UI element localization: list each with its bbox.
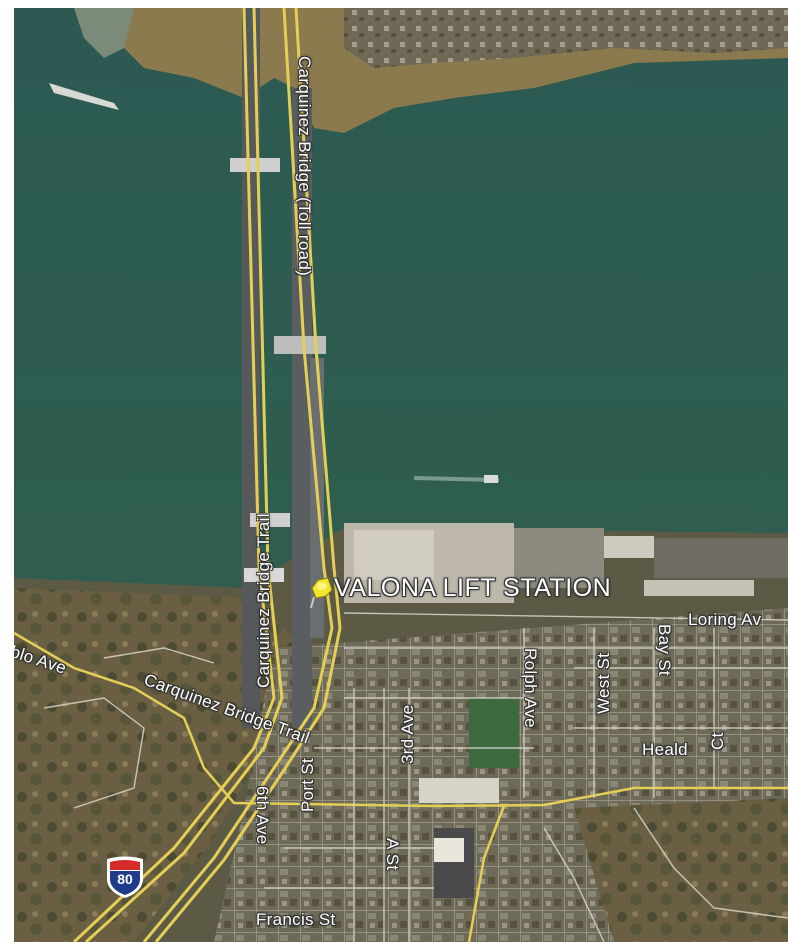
map-imagery	[14, 8, 788, 942]
road-label-carquinez-bridge: Carquinez Bridge (Toll road)	[295, 56, 314, 277]
road-label-3rd-ave: 3rd Ave	[398, 704, 417, 764]
road-label-6th-ave: 6th Ave	[253, 786, 272, 845]
placemark-label[interactable]: VALONA LIFT STATION	[334, 574, 612, 602]
road-label-rolph-ave: Rolph Ave	[521, 648, 540, 728]
road-label-heald: Heald	[642, 740, 688, 759]
road-label-west-st: West St	[594, 652, 613, 714]
satellite-map[interactable]: VALONA LIFT STATION Carquinez Bridge (To…	[14, 8, 788, 942]
yellow-pushpin-icon[interactable]	[310, 576, 340, 612]
road-label-francis-st: Francis St	[256, 910, 336, 929]
road-label-loring-ave: Loring Av	[688, 610, 762, 629]
road-label-bay-st: Bay St	[655, 624, 674, 676]
road-label-port-st: Port St	[298, 757, 317, 812]
road-label-heald-ct: Ct	[708, 732, 727, 750]
road-label-a-st: A St	[383, 838, 402, 871]
interstate-shield-icon: 80	[104, 856, 146, 900]
interstate-number: 80	[117, 871, 133, 887]
road-label-carquinez-bridge-trail: Carquinez Bridge Trail	[254, 513, 273, 688]
